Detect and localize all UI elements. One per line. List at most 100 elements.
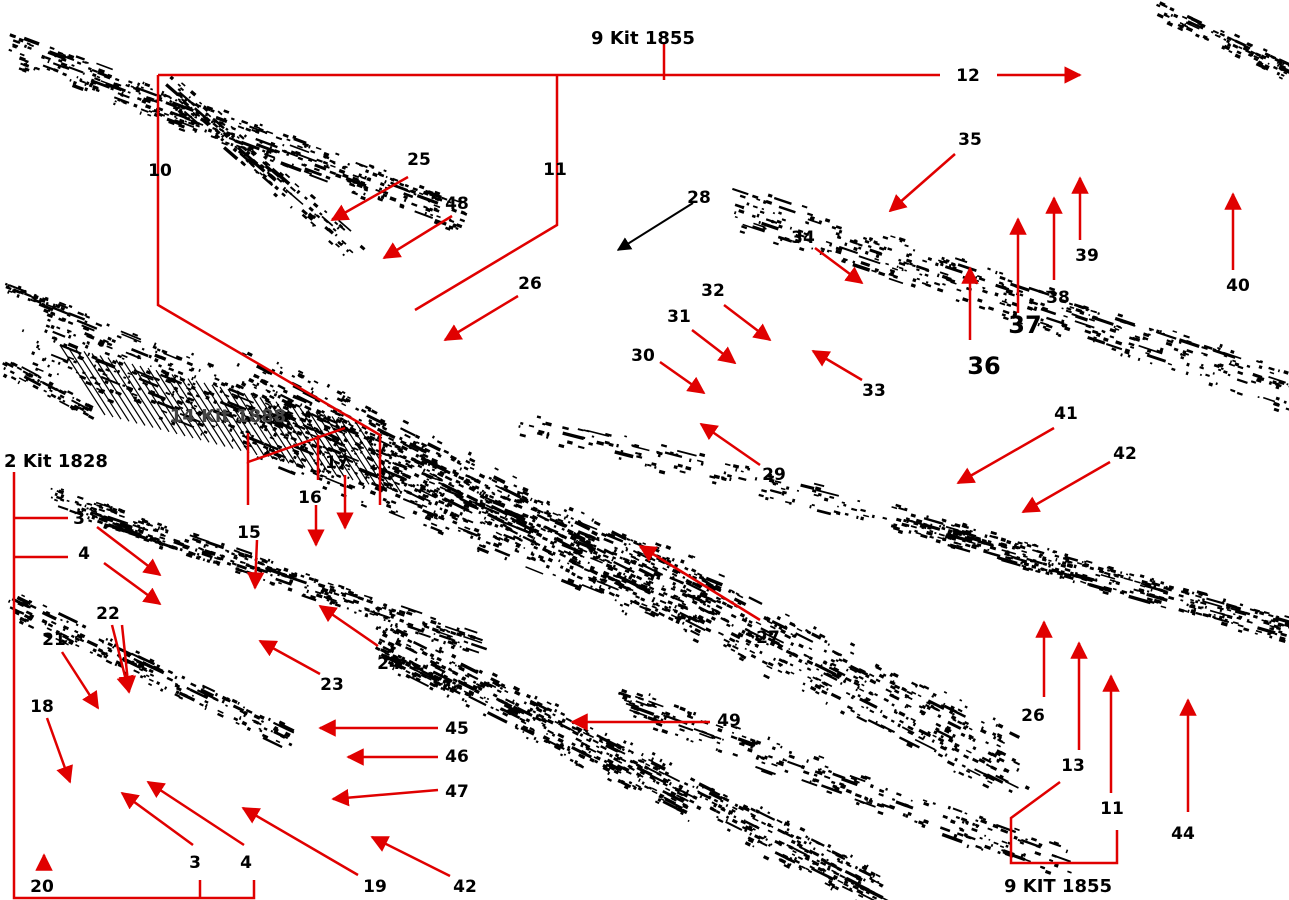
streak-dot — [321, 470, 325, 473]
streak-dot — [262, 371, 267, 375]
streak-dot — [798, 643, 804, 649]
streak-dot — [745, 638, 752, 644]
streak-dot — [1117, 326, 1123, 329]
streak-dot — [720, 795, 725, 800]
streak-dot — [8, 290, 13, 293]
streak-dot — [325, 175, 331, 180]
streak-dot — [1203, 344, 1213, 350]
streak-dot — [767, 829, 773, 834]
streak-dot — [121, 522, 133, 528]
streak-dot — [485, 504, 494, 510]
streak-dot — [522, 725, 529, 730]
streak-dot — [285, 188, 304, 206]
streak-dot — [385, 175, 388, 179]
streak-dot — [972, 746, 977, 751]
streak-dot — [340, 397, 348, 403]
streak-dot — [334, 233, 338, 237]
streak-dot — [869, 678, 877, 685]
streak-dot — [1085, 308, 1089, 312]
streak-dot — [363, 175, 367, 180]
streak-dot — [718, 573, 726, 578]
streak-dot — [394, 493, 401, 499]
streak-dot — [332, 436, 338, 441]
streak-dot — [681, 602, 687, 606]
streak-dot — [1212, 348, 1236, 359]
streak-dot — [448, 661, 453, 665]
streak-dot — [659, 793, 665, 799]
streak-dot — [814, 486, 822, 492]
streak-dot — [947, 720, 962, 730]
streak-dot — [650, 760, 666, 771]
streak-dot — [1095, 333, 1101, 338]
streak-dot — [1055, 557, 1058, 562]
streak-dot — [803, 238, 811, 243]
streak-dot — [852, 675, 859, 680]
streak-dot — [966, 535, 982, 543]
streak-dot — [776, 219, 782, 225]
streak-dot — [225, 549, 230, 553]
streak-dot — [785, 486, 790, 490]
streak-dot — [771, 219, 775, 224]
streak-dot — [563, 753, 567, 756]
streak-dot — [342, 173, 349, 179]
streak-dot — [1213, 616, 1230, 624]
streak-dot — [304, 435, 310, 440]
streak-dot — [359, 597, 363, 600]
streak-dot — [835, 232, 840, 236]
streak-dot — [916, 268, 920, 272]
streak-dot — [543, 545, 547, 550]
streak-dot — [751, 194, 759, 200]
streak-dot — [10, 376, 17, 381]
streak-dot — [602, 573, 622, 585]
streak-dot — [137, 356, 140, 360]
streak-dot — [890, 719, 895, 723]
streak-dot — [605, 763, 611, 768]
streak-dot — [827, 843, 832, 849]
streak-dot — [822, 660, 828, 666]
streak-dot — [308, 576, 315, 582]
streak-dot — [279, 370, 284, 375]
streak-dot — [588, 442, 594, 446]
streak-dot — [225, 127, 229, 131]
streak-dot — [751, 635, 755, 639]
streak-dot — [684, 566, 689, 571]
streak-dot — [400, 632, 406, 638]
streak-dot — [957, 708, 963, 713]
streak-dot — [191, 376, 194, 381]
streak-dot — [187, 397, 195, 402]
streak-dot — [570, 517, 574, 521]
streak-dot — [598, 739, 604, 744]
streak-dot — [43, 632, 51, 639]
streak-dot — [853, 246, 858, 252]
streak-dot — [391, 608, 397, 612]
streak-dot — [1014, 542, 1019, 546]
streak-dot — [616, 770, 622, 774]
streak-dot — [253, 714, 261, 720]
streak-dot — [733, 815, 737, 819]
streak-dot — [626, 579, 633, 584]
streak-dot — [424, 189, 442, 199]
streak-dot — [953, 747, 960, 753]
streak-dot — [832, 874, 839, 880]
streak-dot — [849, 651, 855, 655]
streak-dot — [11, 362, 18, 368]
streak-dot — [177, 83, 182, 87]
streak-dot — [159, 355, 167, 360]
streak-dot — [253, 168, 260, 175]
streak-dot — [1069, 306, 1075, 310]
streak-dot — [95, 88, 100, 93]
streak-dot — [935, 521, 940, 524]
streak-dot — [1177, 27, 1184, 32]
streak-dot — [1060, 570, 1065, 574]
streak-dot — [763, 673, 770, 680]
streak-dot — [365, 612, 369, 616]
streak-dot — [812, 847, 816, 851]
streak-dot — [400, 427, 416, 437]
streak-dot — [788, 648, 791, 651]
streak-dot — [429, 472, 443, 480]
streak-dot — [549, 540, 555, 546]
streak-dot — [906, 695, 913, 701]
streak-dot — [797, 229, 804, 234]
streak-dot — [852, 884, 859, 891]
streak-dot — [871, 514, 875, 519]
